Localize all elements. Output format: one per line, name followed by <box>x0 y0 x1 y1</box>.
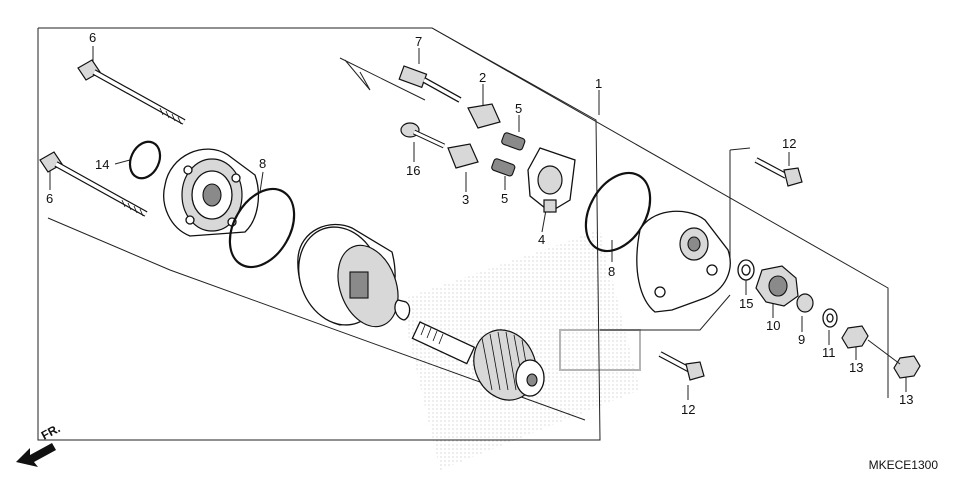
brush-holder-2 <box>467 103 501 129</box>
callout-5-lower: 5 <box>501 191 508 206</box>
callout-10: 10 <box>766 318 780 333</box>
o-ring-14 <box>128 140 162 180</box>
yoke-housing <box>297 223 399 328</box>
gear-10 <box>755 265 799 307</box>
callout-5-upper: 5 <box>515 101 522 116</box>
callout-2: 2 <box>479 70 486 85</box>
bolt-12-lower <box>658 351 705 381</box>
callout-13-right: 13 <box>899 392 913 407</box>
callout-11: 11 <box>822 345 836 360</box>
rear-cover <box>163 148 260 237</box>
callout-9: 9 <box>798 332 805 347</box>
screw-7 <box>398 65 462 103</box>
bolt-6-lower <box>39 151 148 217</box>
callout-6-upper: 6 <box>89 30 96 45</box>
washer-9 <box>796 293 814 313</box>
front-direction-label: FR. <box>39 421 63 442</box>
armature <box>411 321 545 401</box>
front-direction-arrow-icon: FR. <box>16 421 62 467</box>
spring-5-lower <box>491 158 516 177</box>
callout-3: 3 <box>462 192 469 207</box>
nut-13-left <box>841 325 869 349</box>
spring-5-upper <box>501 132 526 151</box>
assembly-outline <box>37 27 889 441</box>
screw-16 <box>400 122 446 149</box>
callout-8-left: 8 <box>259 156 266 171</box>
callout-labels: 1 2 3 4 5 5 6 6 7 8 8 9 10 11 12 12 13 1… <box>46 30 913 417</box>
nut-13-right <box>893 355 921 379</box>
washer-15-hole <box>741 264 751 276</box>
callout-13-left: 13 <box>849 360 863 375</box>
callout-15: 15 <box>739 296 753 311</box>
front-cover <box>636 210 731 313</box>
washer-11-hole <box>826 313 834 323</box>
brush-holder-4 <box>527 147 576 213</box>
o-ring-8-left <box>228 187 296 269</box>
callout-14: 14 <box>95 157 109 172</box>
callout-1: 1 <box>595 76 602 91</box>
callout-6-lower: 6 <box>46 191 53 206</box>
callout-12-upper: 12 <box>782 136 796 151</box>
brush-3 <box>447 143 479 169</box>
callout-4: 4 <box>538 232 545 247</box>
armature-clip <box>394 299 411 321</box>
nut-axis-line <box>867 339 901 365</box>
bolt-12-upper <box>754 157 803 187</box>
callout-16: 16 <box>406 163 420 178</box>
callout-12-lower: 12 <box>681 402 695 417</box>
callout-8-right: 8 <box>608 264 615 279</box>
diagram-code: MKECE1300 <box>868 458 938 472</box>
bolt-6-upper <box>77 59 186 125</box>
callout-7: 7 <box>415 34 422 49</box>
